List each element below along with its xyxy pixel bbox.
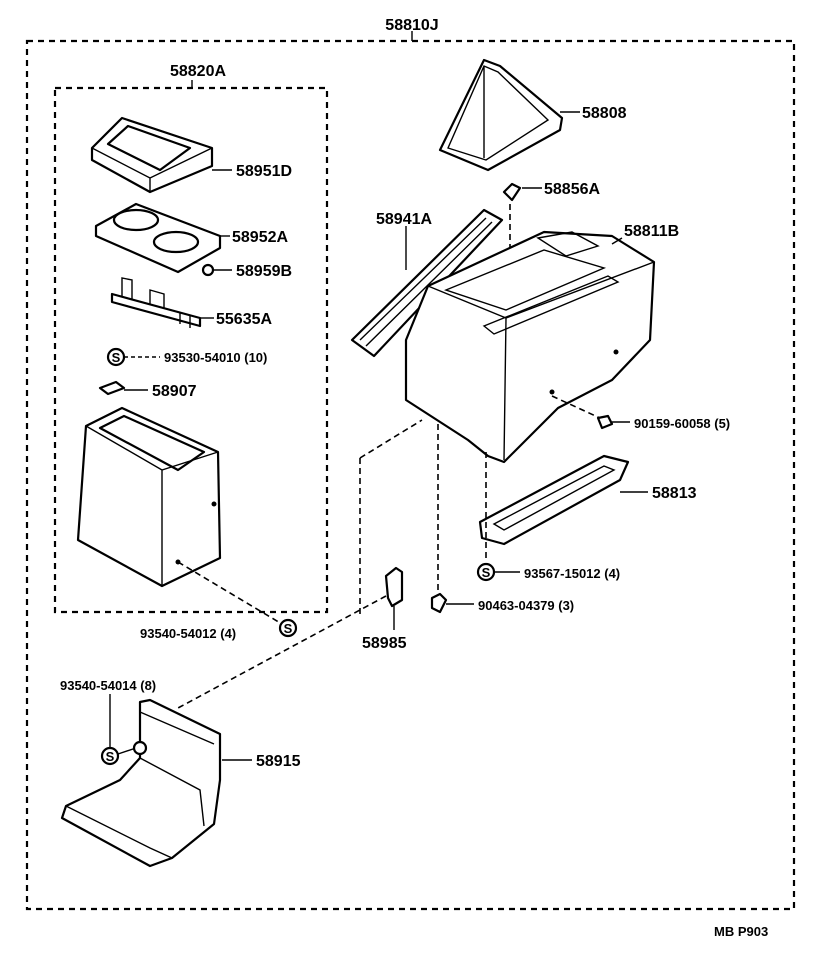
label-58952a: 58952A <box>232 229 288 246</box>
part-tray-58813: 58813 <box>478 452 697 560</box>
part-grommet-58959b: 58959B <box>201 263 292 280</box>
label-58808: 58808 <box>582 105 627 122</box>
label-93540-8: 93540-54014 (8) <box>60 678 156 693</box>
part-panel-58915: 58915 <box>60 698 301 868</box>
assembly-label: 58810J <box>385 17 438 34</box>
s-symbol-icon: S <box>482 565 491 580</box>
label-58811b: 58811B <box>624 223 679 240</box>
s-symbol-icon: S <box>106 749 115 764</box>
s-symbol-icon: S <box>284 621 293 636</box>
label-58907: 58907 <box>152 383 197 400</box>
assembly-boundary: 58810J <box>25 17 796 911</box>
label-58915: 58915 <box>256 753 301 770</box>
label-93567: 93567-15012 (4) <box>524 566 620 581</box>
part-screw-93540-54014: 93540-54014 (8) S <box>60 678 156 766</box>
label-58959b: 58959B <box>236 263 292 280</box>
part-rail-58941a: 58941A <box>350 208 504 358</box>
footer-code: MB P903 <box>714 924 768 939</box>
s-symbol-icon: S <box>112 350 121 365</box>
part-clip-90463: 90463-04379 (3) <box>430 424 574 614</box>
sub-assembly-boundary: 58820A <box>53 63 329 614</box>
label-58856a: 58856A <box>544 181 600 198</box>
part-console-body-58811b: 58811B <box>404 223 679 464</box>
label-93530: 93530-54010 (10) <box>164 350 267 365</box>
label-55635a: 55635A <box>216 311 272 328</box>
part-lid-58951d: 58951D <box>90 116 292 194</box>
part-bracket-58985: 58985 <box>177 419 423 709</box>
part-bolt-90159: 90159-60058 (5) <box>551 395 730 431</box>
part-clip-58856a: 58856A <box>502 181 600 270</box>
label-90463: 90463-04379 (3) <box>478 598 574 613</box>
label-93540-4: 93540-54012 (4) <box>140 626 236 641</box>
part-screw-93540-54012: S 93540-54012 (4) <box>140 618 298 641</box>
sub-assembly-label: 58820A <box>170 63 226 80</box>
part-bracket-55635a: 55635A <box>110 277 272 328</box>
part-shift-boot-58808: 58808 <box>438 58 627 172</box>
label-58941a: 58941A <box>376 211 432 228</box>
part-console-box <box>76 406 283 625</box>
label-58951d: 58951D <box>236 163 292 180</box>
label-58985: 58985 <box>362 635 407 652</box>
part-screw-93567: S 93567-15012 (4) <box>476 562 620 582</box>
part-clip-58907: 58907 <box>98 380 197 400</box>
label-58813: 58813 <box>652 485 697 502</box>
part-cup-holder-58952a: 58952A <box>94 202 288 274</box>
label-90159: 90159-60058 (5) <box>634 416 730 431</box>
part-screw-93530: S 93530-54010 (10) <box>106 347 267 367</box>
